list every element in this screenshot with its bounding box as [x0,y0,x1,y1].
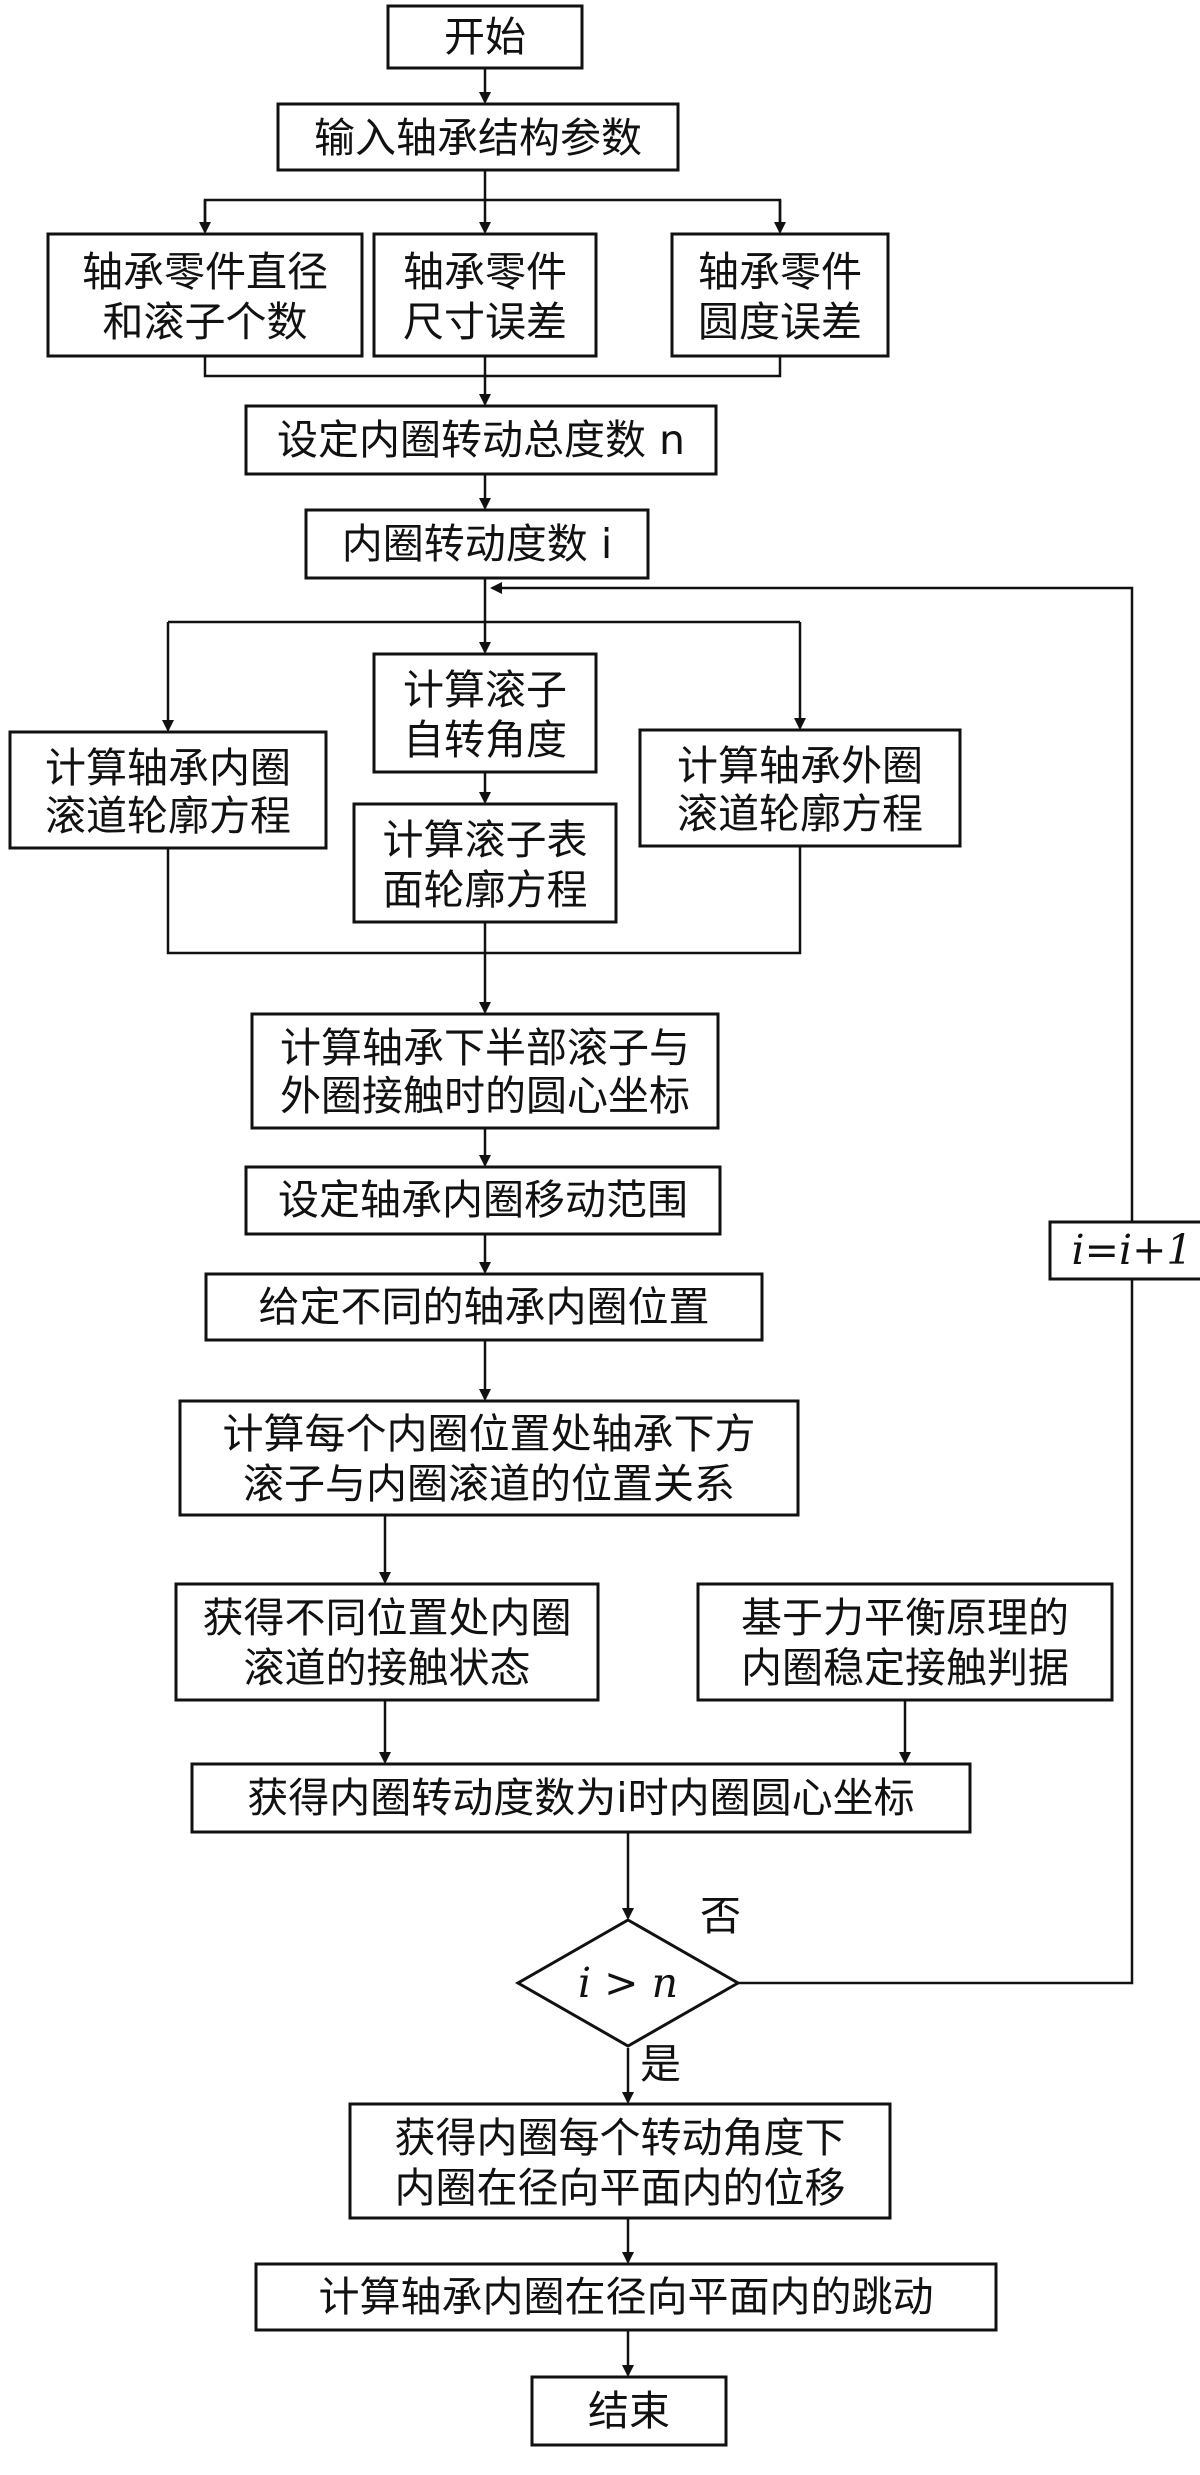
position-relation-node: 计算每个内圈位置处轴承下方 滚子与内圈滚道的位置关系 [178,1399,800,1517]
displacement-node: 获得内圈每个转动角度下 内圈在径向平面内的位移 [348,2102,892,2220]
contact-state-line-1: 获得不同位置处内圈 [203,1594,572,1642]
set-total-degrees-node: 设定内圈转动总度数 n [244,404,718,476]
roller-surface-profile-line-1: 计算滚子表 [383,816,588,864]
lower-roller-center-line-1: 计算轴承下半部滚子与 [280,1024,690,1072]
param-diameter-line-2: 和滚子个数 [103,298,308,346]
roller-spin-angle-line-1: 计算滚子 [403,666,567,714]
inner-race-profile-line-2: 滚道轮廓方程 [45,792,291,840]
nodes: 开始 输入轴承结构参数 轴承零件直径 和滚子个数 轴承零件 尺寸误差 轴承零件 … [8,4,1200,2447]
displacement-line-2: 内圈在径向平面内的位移 [395,2164,846,2212]
input-params-node: 输入轴承结构参数 [276,102,680,172]
given-positions-label: 给定不同的轴承内圈位置 [259,1283,710,1331]
stability-criterion-line-1: 基于力平衡原理的 [741,1594,1069,1642]
runout-node: 计算轴承内圈在径向平面内的跳动 [254,2262,998,2332]
param-roundness-error-line-1: 轴承零件 [698,248,862,296]
no-label: 否 [700,1892,741,1940]
roller-spin-angle-line-2: 自转角度 [403,716,567,764]
param-size-error-line-2: 尺寸误差 [403,298,567,346]
inner-race-profile-node: 计算轴承内圈 滚道轮廓方程 [8,730,328,850]
set-move-range-node: 设定轴承内圈移动范围 [244,1165,722,1236]
position-relation-line-1: 计算每个内圈位置处轴承下方 [223,1410,756,1458]
lower-roller-center-line-2: 外圈接触时的圆心坐标 [280,1072,690,1120]
rotation-degree-label: 内圈转动度数 i [342,520,612,568]
param-roundness-error-line-2: 圆度误差 [698,298,862,346]
start-label: 开始 [444,13,526,61]
roller-surface-profile-line-2: 面轮廓方程 [383,866,588,914]
decision-label: i > n [578,1959,678,2007]
contact-state-node: 获得不同位置处内圈 滚道的接触状态 [174,1582,600,1702]
roller-spin-angle-node: 计算滚子 自转角度 [372,652,598,774]
runout-label: 计算轴承内圈在径向平面内的跳动 [319,2273,934,2321]
decision-node: i > n [514,1918,742,2048]
outer-race-profile-node: 计算轴承外圈 滚道轮廓方程 [638,728,962,848]
line-param-merge [203,356,782,378]
input-params-label: 输入轴承结构参数 [314,114,642,162]
outer-race-profile-line-1: 计算轴承外圈 [677,742,923,790]
outer-race-profile-line-2: 滚道轮廓方程 [677,790,923,838]
end-label: 结束 [588,2387,670,2435]
set-total-degrees-label: 设定内圈转动总度数 n [277,416,685,464]
param-diameter-line-1: 轴承零件直径 [82,248,328,296]
param-roundness-error-node: 轴承零件 圆度误差 [670,232,890,358]
increment-label: i=i+1 [1071,1226,1192,1274]
lower-roller-center-node: 计算轴承下半部滚子与 外圈接触时的圆心坐标 [250,1012,720,1130]
end-node: 结束 [530,2375,728,2447]
line-loop-lower [738,1279,1134,1985]
contact-state-line-2: 滚道的接触状态 [244,1644,531,1692]
param-size-error-node: 轴承零件 尺寸误差 [372,232,598,358]
increment-node: i=i+1 [1048,1220,1200,1281]
rotation-degree-node: 内圈转动度数 i [304,508,650,580]
center-coordinate-label: 获得内圈转动度数为i时内圈圆心坐标 [247,1774,914,1822]
displacement-line-1: 获得内圈每个转动角度下 [395,2114,846,2162]
stability-criterion-node: 基于力平衡原理的 内圈稳定接触判据 [696,1582,1114,1702]
center-coordinate-node: 获得内圈转动度数为i时内圈圆心坐标 [190,1762,972,1834]
given-positions-node: 给定不同的轴承内圈位置 [204,1272,764,1342]
position-relation-line-2: 滚子与内圈滚道的位置关系 [243,1460,735,1508]
start-node: 开始 [386,4,584,70]
set-move-range-label: 设定轴承内圈移动范围 [278,1176,688,1224]
yes-label: 是 [640,2040,681,2088]
arrow-loop-upper [490,582,1134,1222]
param-size-error-line-1: 轴承零件 [403,248,567,296]
stability-criterion-line-2: 内圈稳定接触判据 [741,1644,1069,1692]
line-param-branch [203,198,782,228]
param-diameter-node: 轴承零件直径 和滚子个数 [46,232,364,358]
connectors [162,68,1134,2377]
inner-race-profile-line-1: 计算轴承内圈 [45,744,291,792]
roller-surface-profile-node: 计算滚子表 面轮廓方程 [352,802,618,924]
